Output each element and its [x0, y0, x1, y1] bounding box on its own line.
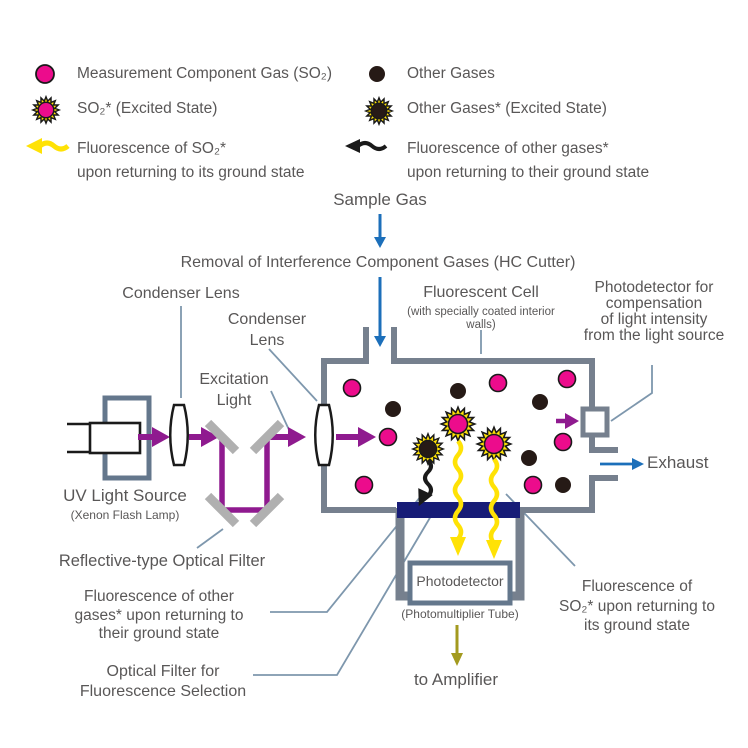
- legend-so2-fluorescence-label: Fluorescence of SO₂* upon returning to i…: [77, 140, 305, 181]
- fluorescent-cell-walls: [321, 327, 618, 513]
- other-gas-excited-icon: [365, 97, 393, 125]
- other-gas-dot: [450, 383, 466, 399]
- cell-inlet-arrow: [374, 277, 386, 347]
- so2-gas-icon: [35, 64, 55, 84]
- fluorescence-other-leader: [270, 495, 422, 613]
- uv-light-source-label: UV Light Source (Xenon Flash Lamp): [63, 486, 187, 523]
- reflective-optical-filter-mirrors: [204, 419, 285, 528]
- so2-molecule-dot: [553, 432, 573, 452]
- other-fluorescence-arrow-icon: [345, 139, 388, 153]
- so2-fluorescence-wave: [486, 457, 502, 559]
- so2-excited-molecule: [476, 426, 512, 462]
- so2-molecule-dot: [354, 475, 374, 495]
- exhaust-label: Exhaust: [647, 453, 709, 472]
- other-gas-fluorescence-wave: [418, 458, 433, 507]
- other-gas-dot: [385, 401, 401, 417]
- condenser-lens-1-label: Condenser Lens: [122, 285, 240, 302]
- compensation-photodetector: [580, 406, 610, 438]
- condenser-lens-1-shape: [169, 403, 189, 467]
- legend-so2-excited-label: SO₂* (Excited State): [77, 100, 218, 117]
- uv-lamp: [67, 421, 142, 455]
- hc-cutter-label: Removal of Interference Component Gases …: [180, 254, 576, 271]
- so2-excited-icon: [32, 96, 60, 124]
- photodetector-label: Photodetector: [416, 573, 504, 589]
- so2-molecule-dot: [378, 427, 398, 447]
- other-gas-icon: [369, 66, 385, 82]
- fluorescence-other-label: Fluorescence of other gases* upon return…: [74, 588, 244, 642]
- photodetector-box: [407, 560, 513, 606]
- fluorescent-cell-label: Fluorescent Cell (with specially coated …: [407, 284, 555, 332]
- legend-other-gas-label: Other Gases: [407, 65, 495, 82]
- reflective-optical-filter-label: Reflective-type Optical Filter: [58, 552, 266, 570]
- excitation-beam: [138, 413, 579, 513]
- other-gas-dot: [532, 394, 548, 410]
- excitation-light-leader: [270, 390, 291, 433]
- excitation-light-label: Excitation Light: [199, 371, 269, 409]
- so2-fluorescence-arrow-icon: [26, 138, 70, 154]
- sample-gas-arrow: [374, 214, 386, 248]
- condenser-lens-2-shape: [314, 403, 334, 467]
- condenser-lens-2-leader: [268, 348, 318, 402]
- photomultiplier-tube-label: (Photomultiplier Tube): [401, 607, 519, 621]
- so2-fluorescence-wave: [450, 439, 466, 556]
- so2-molecule-dot: [342, 378, 362, 398]
- so2-molecule-dot: [557, 369, 577, 389]
- condenser-lens-2-label: Condenser Lens: [227, 311, 307, 349]
- so2-molecule-dot: [488, 373, 508, 393]
- to-amplifier-arrow: [451, 625, 463, 666]
- optical-filter-selection-label: Optical Filter for Fluorescence Selectio…: [79, 663, 247, 700]
- mirror-lower-right: [249, 492, 285, 528]
- so2-molecule-dot: [523, 475, 543, 495]
- legend-other-fluorescence-label: Fluorescence of other gases* upon return…: [407, 140, 650, 181]
- legend-so2-gas-label: Measurement Component Gas (SO₂): [77, 65, 332, 82]
- compensation-photodetector-leader: [610, 365, 653, 422]
- other-gas-excited-molecule: [412, 433, 444, 465]
- mirror-upper-left: [204, 419, 240, 455]
- legend-other-excited-label: Other Gases* (Excited State): [407, 100, 607, 117]
- sample-gas-label: Sample Gas: [333, 190, 427, 209]
- so2-molecules: [342, 369, 577, 495]
- reflective-filter-leader: [196, 528, 224, 549]
- other-gas-dot: [521, 450, 537, 466]
- to-amplifier-label: to Amplifier: [413, 670, 499, 689]
- compensation-photodetector-label: Photodetector for compensation of light …: [583, 279, 725, 344]
- other-gas-molecules: [385, 383, 571, 493]
- other-gas-dot: [555, 477, 571, 493]
- so2-excited-molecule: [440, 406, 476, 442]
- mirror-lower-left: [204, 492, 240, 528]
- mirror-upper-right: [249, 419, 285, 455]
- fluorescence-so2-label: Fluorescence of SO₂* upon returning to i…: [559, 578, 715, 634]
- exhaust-arrow: [600, 458, 644, 470]
